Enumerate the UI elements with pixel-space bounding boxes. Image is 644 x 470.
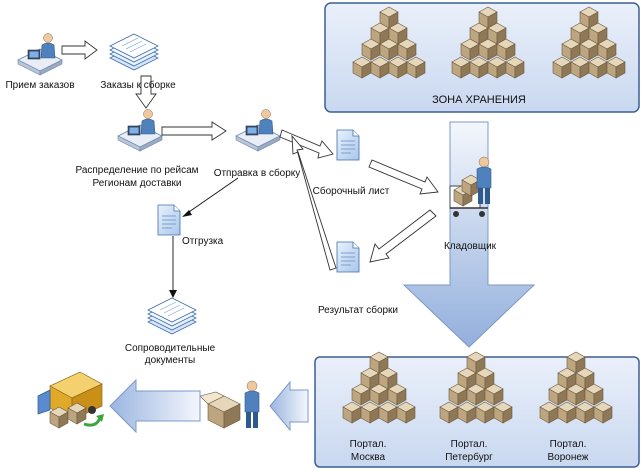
label-distribution-line1: Распределение по рейсам: [75, 165, 199, 176]
label-storekeeper: Кладовщик: [443, 241, 497, 252]
delivery-truck-icon: [37, 371, 104, 429]
label-portal-spb-line1: Портал.: [450, 439, 488, 450]
storage-flow-arrow: [402, 121, 536, 348]
label-assembly-sheet: Сборочный лист: [312, 186, 390, 197]
storage-zone: [324, 2, 640, 113]
arrow-intake-to-orders: [61, 40, 98, 60]
assembly-sheet-doc-icon: [336, 129, 360, 161]
label-shipment: Отгрузка: [182, 236, 224, 247]
label-portal-voronezh-line1: Портал.: [549, 439, 587, 450]
orders-stack-icon: [109, 33, 159, 71]
storekeeper-icon: [449, 156, 492, 217]
label-portal-moscow-line2: Москва: [350, 452, 386, 463]
label-assembly-result: Результат сборки: [317, 305, 399, 316]
label-portal-spb-line2: Петербург: [445, 452, 493, 463]
arrow-shipment-to-docs: [169, 236, 177, 298]
assembly-result-doc-icon: [336, 241, 360, 273]
distribution-worker-icon: [117, 109, 163, 152]
packer-icon: [199, 380, 260, 429]
accompanying-docs-stack-icon: [147, 297, 197, 335]
portals-zone: [314, 352, 640, 468]
arrow-sheet-to-storekeeper: [368, 159, 439, 195]
arrow-result-to-dispatch: [291, 134, 337, 271]
label-portal-moscow-line1: Портал.: [349, 439, 387, 450]
dispatch-worker-icon: [235, 109, 281, 152]
label-send-to-assembly: Отправка в сборку: [213, 168, 301, 179]
label-orders-to-assembly: Заказы к сборке: [100, 80, 176, 91]
arrow-portals-to-packer: [269, 380, 309, 432]
label-order-intake: Прием заказов: [5, 80, 75, 91]
arrow-distribution-to-dispatch: [161, 121, 227, 141]
arrow-dispatch-to-sheet: [279, 129, 334, 159]
arrow-packer-to-truck: [109, 378, 201, 434]
label-accompanying-docs-line2: документы: [144, 355, 196, 366]
arrow-orders-to-distribution: [135, 75, 157, 109]
storage-zone-title: ЗОНА ХРАНЕНИЯ: [432, 94, 526, 106]
arrow-dispatch-to-shipment: [182, 177, 239, 217]
shipment-doc-icon: [157, 204, 181, 236]
label-accompanying-docs-line1: Сопроводительные: [124, 343, 216, 354]
order-intake-icon: [17, 33, 63, 76]
arrow-storekeeper-to-result: [369, 209, 437, 263]
label-portal-voronezh-line2: Воронеж: [547, 452, 589, 463]
label-distribution-line2: Регионам доставки: [92, 178, 182, 189]
